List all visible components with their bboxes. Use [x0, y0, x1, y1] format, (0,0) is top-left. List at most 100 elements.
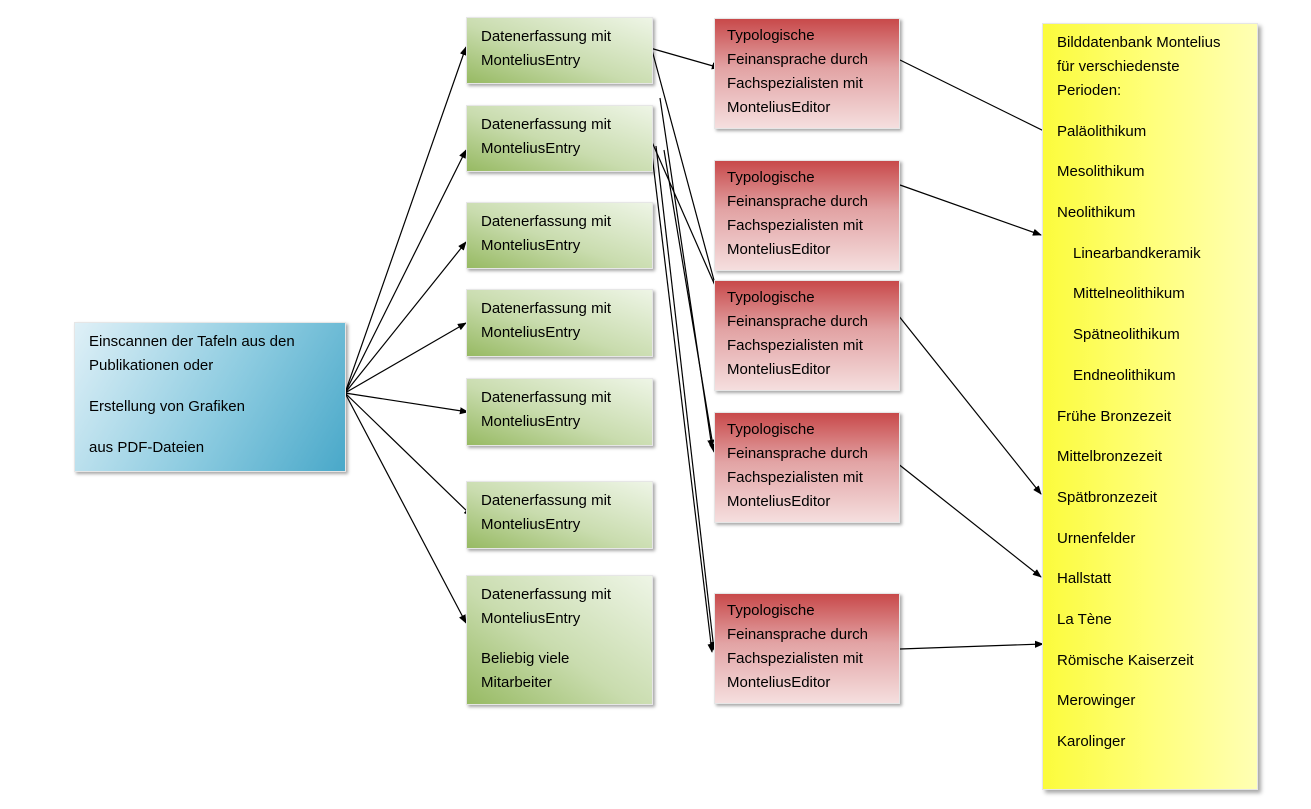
period-item: Hallstatt [1057, 551, 1251, 592]
editor-line-3: Fachspezialisten mit [727, 650, 863, 667]
arrow-source-to-entry-2 [344, 149, 467, 394]
period-label: Paläolithikum [1057, 122, 1147, 140]
entry-line-4: Mitarbeiter [481, 674, 552, 691]
editor-line-2: Feinansprache durch [727, 626, 868, 643]
entry-line-2: MonteliusEntry [481, 413, 581, 430]
editor-line-2: Feinansprache durch [727, 313, 868, 330]
period-label: Mittelbronzezeit [1057, 448, 1163, 466]
period-label: Neolithikum [1057, 204, 1136, 222]
database-title-line-3: Perioden: [1057, 82, 1122, 99]
period-label: Mesolithikum [1057, 163, 1145, 181]
entry-box-6: Datenerfassung mit MonteliusEntry [466, 481, 653, 549]
editor-line-1: Typologische [727, 27, 815, 44]
entry-box-2: Datenerfassung mit MonteliusEntry [466, 105, 653, 172]
source-line-2: Publikationen oder [89, 357, 214, 374]
arrow-source-to-entry-6 [344, 392, 473, 517]
period-label: Spätbronzezeit [1057, 488, 1158, 506]
arrow-entry-to-editor-7 [663, 149, 717, 453]
period-subitem: Mittelneolithikum [1057, 266, 1251, 307]
period-label: Spätneolithikum [1073, 326, 1180, 344]
arrow-entry-to-editor-4 [649, 137, 715, 653]
entry-line-2: MonteliusEntry [481, 610, 581, 627]
editor-line-4: MonteliusEditor [727, 99, 831, 116]
editor-box-1: Typologische Feinansprache durch Fachspe… [714, 18, 900, 129]
editor-line-3: Fachspezialisten mit [727, 75, 863, 92]
database-title-line-2: für verschiedenste [1057, 58, 1180, 75]
period-subitem: Spätneolithikum [1057, 306, 1251, 347]
period-item: Spätbronzezeit [1057, 469, 1251, 510]
period-item: La Tène [1057, 591, 1251, 632]
period-label: Urnenfelder [1057, 529, 1136, 547]
editor-line-4: MonteliusEditor [727, 361, 831, 378]
editor-line-1: Typologische [727, 602, 815, 619]
period-label: La Tène [1057, 610, 1112, 628]
arrow-editor-to-db-2 [899, 184, 1042, 236]
editor-box-2: Typologische Feinansprache durch Fachspe… [714, 160, 900, 271]
editor-box-4: Typologische Feinansprache durch Fachspe… [714, 412, 900, 523]
arrow-entry-to-editor-5 [651, 141, 725, 307]
period-item: Frühe Bronzezeit [1057, 388, 1251, 429]
period-label: Endneolithikum [1073, 366, 1176, 384]
editor-line-4: MonteliusEditor [727, 493, 831, 510]
source-line-4: aus PDF-Dateien [89, 439, 205, 456]
arrow-entry-to-editor-1 [649, 47, 721, 70]
editor-line-3: Fachspezialisten mit [727, 217, 863, 234]
period-item: Mittelbronzezeit [1057, 429, 1251, 470]
entry-line-1: Datenerfassung mit [481, 213, 612, 230]
editor-line-2: Feinansprache durch [727, 51, 868, 68]
editor-line-1: Typologische [727, 421, 815, 438]
period-label: Frühe Bronzezeit [1057, 407, 1172, 425]
entry-line-1: Datenerfassung mit [481, 586, 612, 603]
entry-line-2: MonteliusEntry [481, 516, 581, 533]
arrow-source-to-entry-4 [344, 322, 467, 394]
source-line-3: Erstellung von Grafiken [89, 398, 245, 415]
entry-line-1: Datenerfassung mit [481, 116, 612, 133]
entry-box-5: Datenerfassung mit MonteliusEntry [466, 378, 653, 446]
period-label: Linearbandkeramik [1073, 244, 1201, 262]
source-line-1: Einscannen der Tafeln aus den [89, 333, 295, 350]
editor-box-3: Typologische Feinansprache durch Fachspe… [714, 280, 900, 391]
arrow-entry-to-editor-2 [651, 49, 724, 311]
arrow-source-to-entry-1 [344, 46, 467, 394]
database-box: Bilddatenbank Montelius für verschiedens… [1042, 23, 1258, 790]
period-subitem: Linearbandkeramik [1057, 225, 1251, 266]
database-title: Bilddatenbank Montelius für verschiedens… [1057, 31, 1251, 103]
arrow-entry-to-editor-6 [655, 145, 717, 651]
database-title-line-1: Bilddatenbank Montelius [1057, 34, 1221, 51]
entry-line-2: MonteliusEntry [481, 324, 581, 341]
period-subitem: Endneolithikum [1057, 347, 1251, 388]
entry-line-1: Datenerfassung mit [481, 28, 612, 45]
period-label: Karolinger [1057, 733, 1126, 750]
period-label: Merowinger [1057, 692, 1136, 710]
period-label: Mittelneolithikum [1073, 285, 1185, 303]
editor-line-3: Fachspezialisten mit [727, 469, 863, 486]
entry-line-2: MonteliusEntry [481, 237, 581, 254]
entry-line-1: Datenerfassung mit [481, 389, 612, 406]
editor-line-2: Feinansprache durch [727, 193, 868, 210]
source-box: Einscannen der Tafeln aus den Publikatio… [74, 322, 346, 472]
entry-line-2: MonteliusEntry [481, 52, 581, 69]
editor-line-4: MonteliusEditor [727, 241, 831, 258]
entry-box-4: Datenerfassung mit MonteliusEntry [466, 289, 653, 357]
entry-line-2: MonteliusEntry [481, 140, 581, 157]
arrow-editor-to-db-4 [896, 462, 1042, 578]
arrow-editor-to-db-3 [893, 309, 1042, 495]
period-item: Römische Kaiserzeit [1057, 632, 1251, 673]
arrow-editor-to-db-5 [899, 640, 1044, 650]
entry-line-1: Datenerfassung mit [481, 492, 612, 509]
period-item: Merowinger [1057, 673, 1251, 714]
editor-line-1: Typologische [727, 289, 815, 306]
period-item: Karolinger [1057, 713, 1251, 754]
entry-line-3: Beliebig viele [481, 650, 570, 667]
arrow-editor-to-db-1 [899, 59, 1055, 137]
period-label: Hallstatt [1057, 570, 1112, 588]
entry-box-7: Datenerfassung mit MonteliusEntry Belieb… [466, 575, 653, 705]
entry-line-1: Datenerfassung mit [481, 300, 612, 317]
period-list: Paläolithikum Mesolithikum Neolithikum L… [1057, 103, 1251, 754]
editor-box-5: Typologische Feinansprache durch Fachspe… [714, 593, 900, 704]
editor-line-3: Fachspezialisten mit [727, 337, 863, 354]
editor-line-1: Typologische [727, 169, 815, 186]
entry-box-1: Datenerfassung mit MonteliusEntry [466, 17, 653, 84]
period-item: Urnenfelder [1057, 510, 1251, 551]
